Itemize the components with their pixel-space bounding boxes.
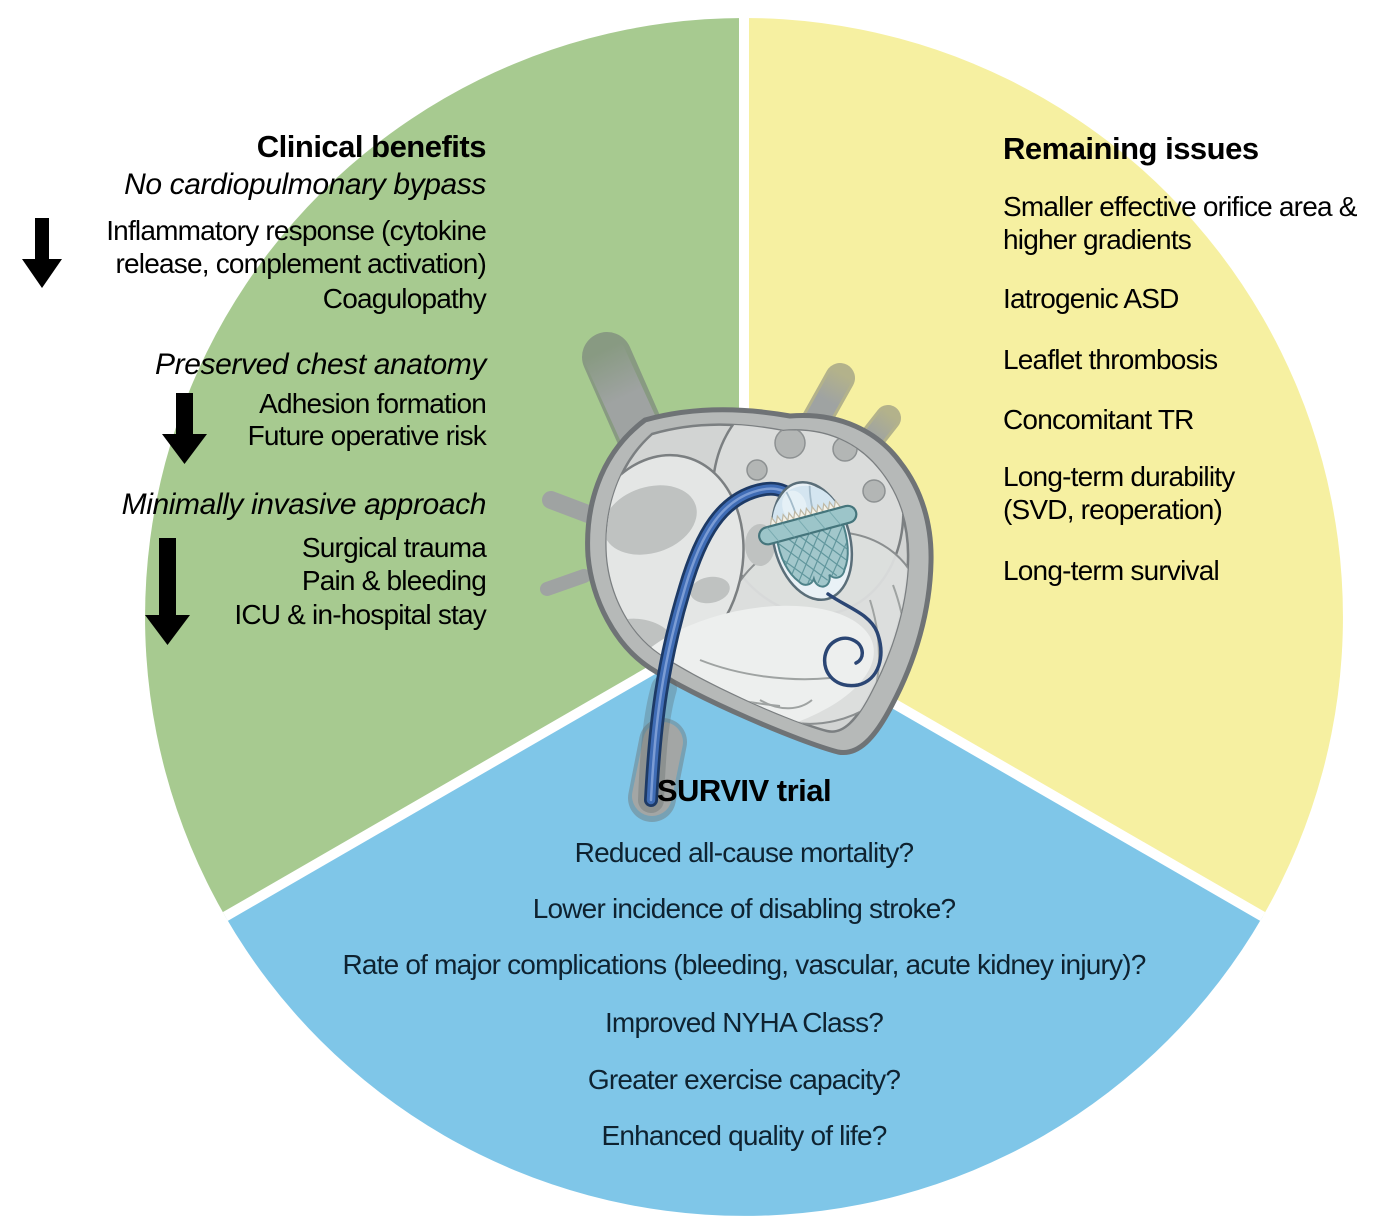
remaining-item: Long-term survival [1003,555,1220,586]
clinical-group-heading: Preserved chest anatomy [155,348,486,381]
clinical-item: Inflammatory response (cytokine release,… [106,215,487,279]
clinical-item: Surgical trauma [301,532,487,563]
trial-question: Greater exercise capacity? [587,1064,901,1095]
surviv-trial-sector [225,617,1263,1216]
remaining-item: Smaller effective orifice area & higher … [1003,191,1357,255]
remaining-item: Iatrogenic ASD [1003,283,1179,314]
remaining-issues-section: Remaining issues Smaller effective orifi… [1003,0,1393,1226]
clinical-item: ICU & in-hospital stay [234,599,486,630]
clinical-benefits-sector [145,18,745,917]
remaining-item: Leaflet thrombosis [1003,344,1218,375]
decrease-arrow-icon [162,393,207,464]
trial-question: Reduced all-cause mortality? [574,837,914,868]
pigtail-wire [822,592,883,688]
clinical-benefits-section: Clinical benefits No cardiopulmonary byp… [0,0,487,1226]
clinical-item: Pain & bleeding [301,565,487,596]
surviv-trial-section: SURVIV trial Reduced all-cause mortality… [94,0,1393,1226]
transcatheter-valve [758,480,858,602]
clinical-group-heading: Minimally invasive approach [121,488,487,521]
decrease-arrow-icon [22,218,62,288]
clinical-item: Adhesion formation [259,388,487,419]
remaining-item: Long-term durability (SVD, reoperation) [1003,461,1235,525]
delivery-catheter [638,481,801,813]
remaining-issues-title: Remaining issues [1003,131,1259,166]
trial-question: Improved NYHA Class? [604,1007,884,1038]
surviv-trial-title: SURVIV trial [656,773,832,808]
clinical-item: Future operative risk [247,420,487,451]
clinical-group-heading: No cardiopulmonary bypass [124,168,486,201]
trial-question: Rate of major complications (bleeding, v… [342,949,1146,980]
heart-illustration [540,332,934,822]
clinical-item: Coagulopathy [322,283,487,314]
clinical-benefits-title: Clinical benefits [256,129,487,164]
trial-question: Lower incidence of disabling stroke? [532,893,956,924]
pie-sectors [145,18,1343,1216]
remaining-item: Concomitant TR [1003,404,1194,435]
trial-question: Enhanced quality of life? [601,1120,887,1151]
decrease-arrow-icon [145,538,190,645]
